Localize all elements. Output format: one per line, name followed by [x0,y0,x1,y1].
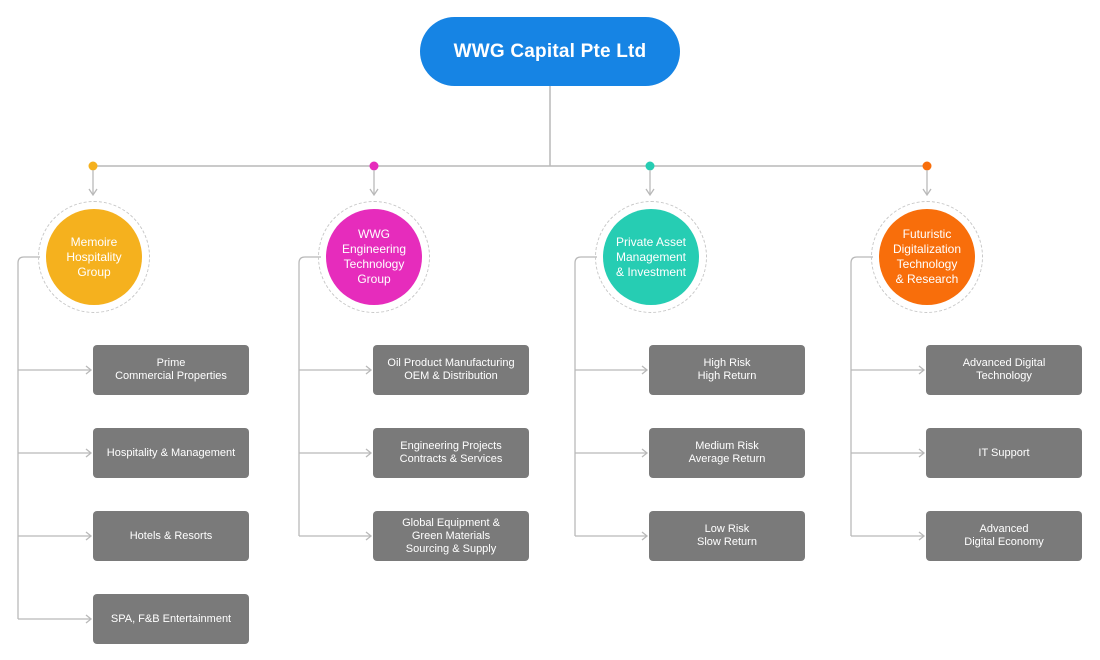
service-label: Hotels & Resorts [129,529,213,542]
service-label: High Risk High Return [697,357,757,382]
service-box: Engineering Projects Contracts & Service… [373,428,529,478]
service-box: Medium Risk Average Return [649,428,805,478]
service-arrowhead [85,531,93,541]
division-label: Futuristic Digitalization Technology & R… [892,227,962,286]
branch-dot [922,161,932,171]
service-arrowhead [85,614,93,624]
service-label: Hospitality & Management [106,446,236,459]
branch-dot [369,161,379,171]
service-arrowhead [641,365,649,375]
service-label: Engineering Projects Contracts & Service… [399,440,503,465]
service-arrowhead [365,448,373,458]
division-disc: WWG Engineering Technology Group [326,209,422,305]
division-disc: Memoire Hospitality Group [46,209,142,305]
service-box: Low Risk Slow Return [649,511,805,561]
division-rail-line [574,256,597,536]
branch-dot [88,161,98,171]
root-label: WWG Capital Pte Ltd [453,40,647,62]
service-box: Global Equipment & Green Materials Sourc… [373,511,529,561]
service-box: IT Support [926,428,1082,478]
service-arrowhead [918,448,926,458]
service-box: Hospitality & Management [93,428,249,478]
division-futuristic-digitalization: Futuristic Digitalization Technology & R… [871,201,983,313]
service-box: Advanced Digital Technology [926,345,1082,395]
branch-arrowhead [88,188,98,197]
service-label: Advanced Digital Economy [964,523,1044,548]
service-label: Low Risk Slow Return [697,523,757,548]
division-memoire-hospitality: Memoire Hospitality Group [38,201,150,313]
service-box: Oil Product Manufacturing OEM & Distribu… [373,345,529,395]
branch-arrowhead [369,188,379,197]
division-private-asset: Private Asset Management & Investment [595,201,707,313]
division-rail-line [298,256,321,536]
service-box: High Risk High Return [649,345,805,395]
service-box: Hotels & Resorts [93,511,249,561]
division-label: Private Asset Management & Investment [615,234,687,279]
service-label: Medium Risk Average Return [688,440,766,465]
service-label: Global Equipment & Green Materials Sourc… [402,516,500,555]
service-arrowhead [85,448,93,458]
service-arrowhead [365,531,373,541]
division-wwg-engineering: WWG Engineering Technology Group [318,201,430,313]
division-disc: Private Asset Management & Investment [603,209,699,305]
service-box: SPA, F&B Entertainment [93,594,249,644]
service-label: Advanced Digital Technology [962,357,1046,382]
branch-arrowhead [922,188,932,197]
division-disc: Futuristic Digitalization Technology & R… [879,209,975,305]
service-label: SPA, F&B Entertainment [110,612,232,625]
service-box: Prime Commercial Properties [93,345,249,395]
branch-dot [645,161,655,171]
service-box: Advanced Digital Economy [926,511,1082,561]
service-label: Prime Commercial Properties [115,357,227,382]
root-node: WWG Capital Pte Ltd [420,17,680,86]
branch-arrowhead [645,188,655,197]
division-label: WWG Engineering Technology Group [341,227,407,286]
service-arrowhead [918,531,926,541]
division-rail-line [17,256,40,619]
service-label: IT Support [978,446,1030,459]
service-arrowhead [641,448,649,458]
division-rail-line [850,256,873,536]
service-arrowhead [641,531,649,541]
service-label: Oil Product Manufacturing OEM & Distribu… [387,357,515,382]
division-label: Memoire Hospitality Group [66,234,122,279]
service-arrowhead [85,365,93,375]
service-arrowhead [918,365,926,375]
service-arrowhead [365,365,373,375]
